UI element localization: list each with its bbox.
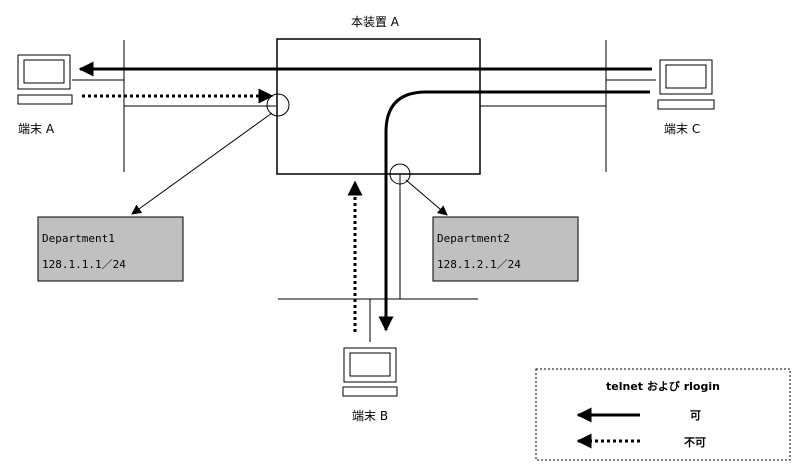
terminal-b-computer-icon: [342, 347, 398, 397]
department2-address: 128.1.2.1／24: [437, 258, 521, 271]
legend-allowed-label: 可: [690, 409, 701, 422]
terminal-c-computer-icon: [657, 59, 715, 110]
legend-denied-label: 不可: [684, 436, 706, 449]
pointer-department2: [405, 179, 448, 216]
device-label: 本装置 A: [351, 15, 400, 29]
department2-name: Department2: [437, 232, 510, 245]
department2-box: [432, 216, 579, 282]
interface-left-circle: [266, 93, 290, 117]
department1-box: [37, 216, 184, 282]
department1-name: Department1: [42, 232, 115, 245]
device-box: [276, 38, 481, 175]
terminal-c-label: 端末 C: [664, 122, 700, 136]
terminal-a-computer-icon: [17, 54, 73, 105]
terminal-b-label: 端末 B: [352, 409, 388, 423]
legend-title: telnet および rlogin: [606, 379, 720, 393]
terminal-a-label: 端末 A: [18, 122, 55, 136]
interface-bottom-circle: [389, 163, 411, 185]
pointer-department1: [131, 112, 273, 215]
department1-address: 128.1.1.1／24: [42, 258, 126, 271]
allowed-arrow-c-to-b: [378, 90, 650, 332]
